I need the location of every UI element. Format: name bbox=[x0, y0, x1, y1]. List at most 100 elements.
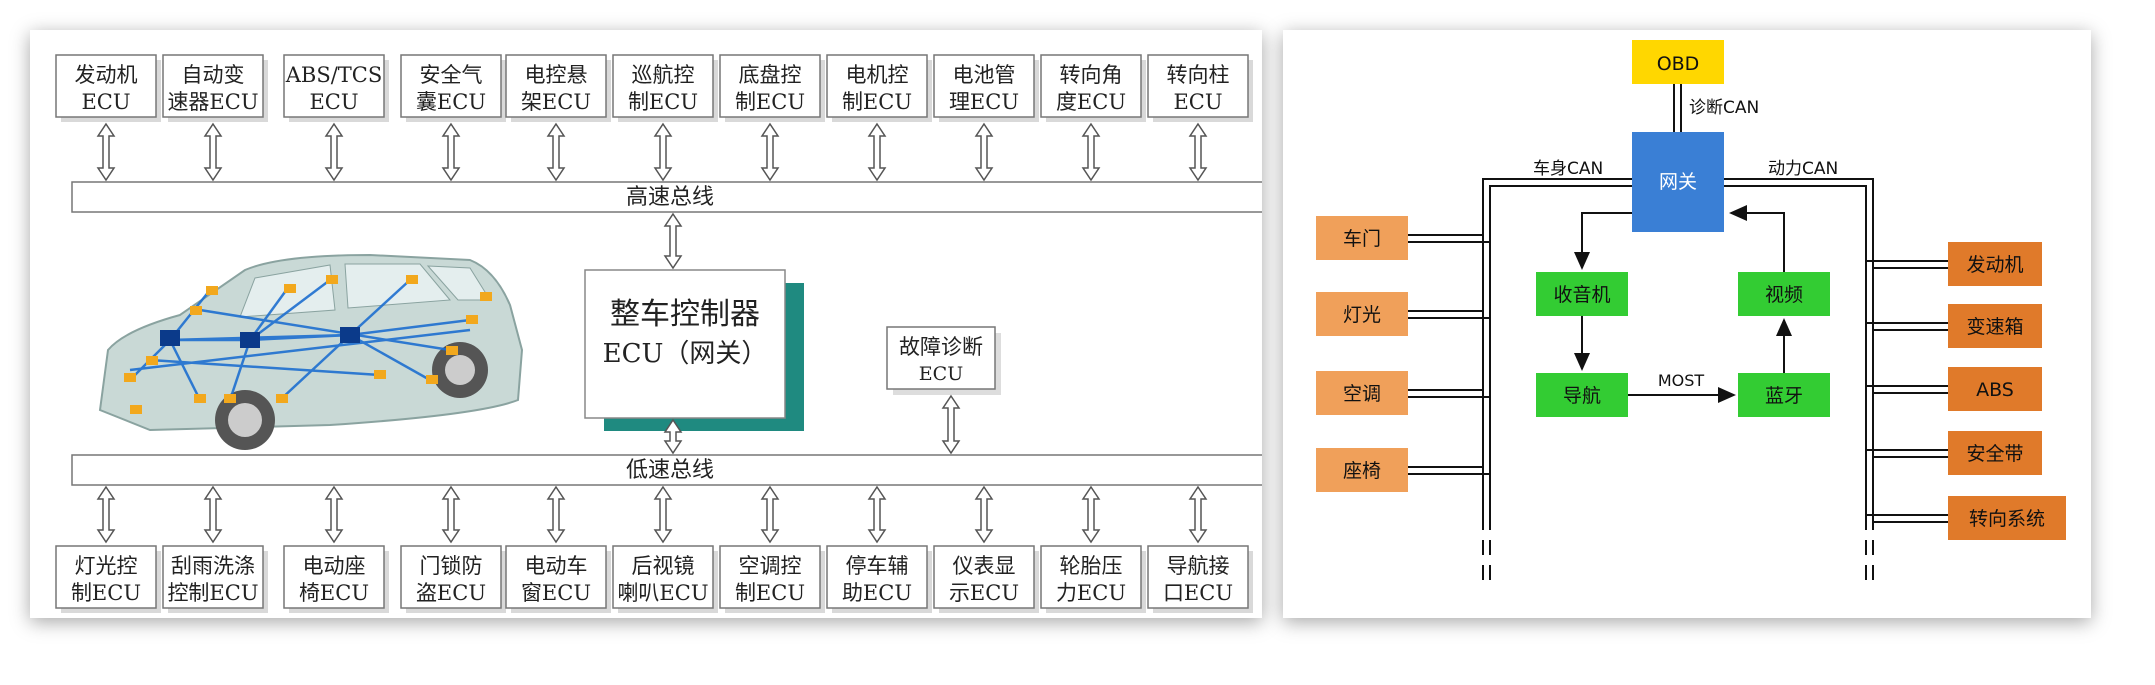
top-ecu-4-line2: 囊ECU bbox=[416, 90, 486, 114]
body-can-label: 车身CAN bbox=[1533, 159, 1603, 179]
bottom-ecu-6-line1: 后视镜 bbox=[632, 554, 695, 578]
top-ecu-7-line2: 制ECU bbox=[735, 90, 805, 114]
radio-label: 收音机 bbox=[1553, 284, 1610, 306]
bidirectional-arrow bbox=[974, 122, 994, 182]
gateway-line2: ECU（网关） bbox=[603, 339, 768, 369]
top-ecu-2-line2: 速器ECU bbox=[167, 90, 258, 114]
left-node-2 bbox=[1316, 292, 1408, 336]
can-network-diagram: OBD 诊断CAN 网关 车身CAN 动力CAN 收音机 视频 导航 蓝牙 bbox=[1316, 40, 2066, 580]
left-node-label-1: 车门 bbox=[1343, 228, 1381, 250]
bottom-ecu-3-line2: 椅ECU bbox=[299, 581, 369, 605]
bidirectional-arrow bbox=[1081, 122, 1101, 182]
left-node-label-4: 座椅 bbox=[1343, 460, 1381, 482]
top-ecu-1-line2: ECU bbox=[81, 90, 130, 114]
top-ecu-10-line1: 转向角 bbox=[1060, 63, 1123, 87]
bidirectional-arrow bbox=[653, 485, 673, 544]
bottom-ecu-9-line1: 仪表显 bbox=[953, 554, 1016, 578]
bidirectional-arrow bbox=[441, 122, 461, 182]
high-speed-bus-label: 高速总线 bbox=[626, 185, 714, 210]
right-node-label-4: 安全带 bbox=[1966, 443, 2023, 465]
top-ecu-6-line2: 制ECU bbox=[628, 90, 698, 114]
bottom-ecu-2-line1: 刮雨洗涤 bbox=[171, 554, 255, 578]
gateway-ecu: 整车控制器 ECU（网关） bbox=[584, 269, 804, 431]
top-ecu-7-line1: 底盘控 bbox=[739, 63, 802, 87]
top-ecu-11-line2: ECU bbox=[1173, 90, 1222, 114]
right-node-label-3: ABS bbox=[1976, 379, 2014, 401]
low-speed-bus bbox=[71, 454, 1273, 486]
bottom-ecu-8-line1: 停车辅 bbox=[846, 554, 909, 578]
bottom-ecu-11-line2: 口ECU bbox=[1163, 581, 1233, 605]
bottom-ecu-7-line2: 制ECU bbox=[735, 581, 805, 605]
bidirectional-arrow bbox=[324, 485, 344, 544]
bidirectional-arrow bbox=[663, 212, 683, 270]
low-speed-bus-label: 低速总线 bbox=[626, 458, 714, 483]
top-ecu-11: 转向柱 ECU bbox=[1147, 54, 1253, 122]
bluetooth-label: 蓝牙 bbox=[1765, 385, 1803, 407]
bidirectional-arrow bbox=[324, 122, 344, 182]
bottom-ecu-5-line2: 窗ECU bbox=[521, 581, 591, 605]
bidirectional-arrow bbox=[546, 485, 566, 544]
bottom-ecu-1-line2: 制ECU bbox=[71, 581, 141, 605]
bottom-ecu-3-line1: 电动座 bbox=[303, 554, 366, 578]
can-network-panel: OBD 诊断CAN 网关 车身CAN 动力CAN 收音机 视频 导航 蓝牙 bbox=[1283, 30, 2091, 618]
bidirectional-arrow bbox=[867, 485, 887, 544]
top-ecu-5-line1: 电控悬 bbox=[525, 63, 588, 87]
top-ecu-9-line1: 电池管 bbox=[953, 63, 1016, 87]
car-illustration bbox=[98, 253, 524, 450]
video-label: 视频 bbox=[1765, 284, 1803, 306]
gateway-node bbox=[1632, 132, 1724, 232]
bidirectional-arrow bbox=[974, 485, 994, 544]
bidirectional-arrow bbox=[96, 122, 116, 182]
nav-label: 导航 bbox=[1563, 385, 1601, 407]
top-ecu-11-line1: 转向柱 bbox=[1167, 63, 1230, 87]
top-ecu-2-line1: 自动变 bbox=[182, 63, 245, 87]
right-node-1 bbox=[1948, 242, 2042, 286]
top-ecu-3-line2: ECU bbox=[309, 90, 358, 114]
top-ecu-5-line2: 架ECU bbox=[521, 90, 591, 114]
top-ecu-3: ABS/TCS ECU bbox=[283, 54, 389, 122]
bidirectional-arrow bbox=[1081, 485, 1101, 544]
diag-can-label: 诊断CAN bbox=[1689, 98, 1759, 118]
most-label: MOST bbox=[1658, 371, 1705, 390]
video-node bbox=[1738, 272, 1830, 316]
bidirectional-arrow bbox=[653, 122, 673, 182]
bottom-ecu-10-line2: 力ECU bbox=[1056, 581, 1126, 605]
bidirectional-arrow bbox=[441, 485, 461, 544]
gateway-label: 网关 bbox=[1659, 171, 1697, 193]
bluetooth-node bbox=[1738, 373, 1830, 417]
bidirectional-arrow bbox=[1188, 485, 1208, 544]
right-node-label-5: 转向系统 bbox=[1969, 508, 2045, 530]
bidirectional-arrow bbox=[203, 485, 223, 544]
bottom-ecu-4-line1: 门锁防 bbox=[420, 554, 483, 578]
top-ecu-8-line1: 电机控 bbox=[846, 63, 909, 87]
right-node-4 bbox=[1948, 431, 2042, 475]
bidirectional-arrow bbox=[546, 122, 566, 182]
obd-label: OBD bbox=[1657, 53, 1700, 75]
bottom-ecu-4-line2: 盗ECU bbox=[416, 581, 486, 605]
diagnosis-line2: ECU bbox=[919, 363, 963, 385]
left-node-4 bbox=[1316, 448, 1408, 492]
bottom-ecu-1-line1: 灯光控 bbox=[75, 554, 138, 578]
bottom-ecu-6-line2: 喇叭ECU bbox=[617, 581, 708, 605]
right-node-3 bbox=[1948, 367, 2042, 411]
top-ecu-3-line1: ABS/TCS bbox=[285, 63, 383, 87]
diagnosis-line1: 故障诊断 bbox=[899, 335, 983, 359]
power-can-label: 动力CAN bbox=[1768, 159, 1838, 179]
bidirectional-arrow bbox=[941, 394, 961, 455]
bottom-ecu-2-line2: 控制ECU bbox=[167, 581, 258, 605]
